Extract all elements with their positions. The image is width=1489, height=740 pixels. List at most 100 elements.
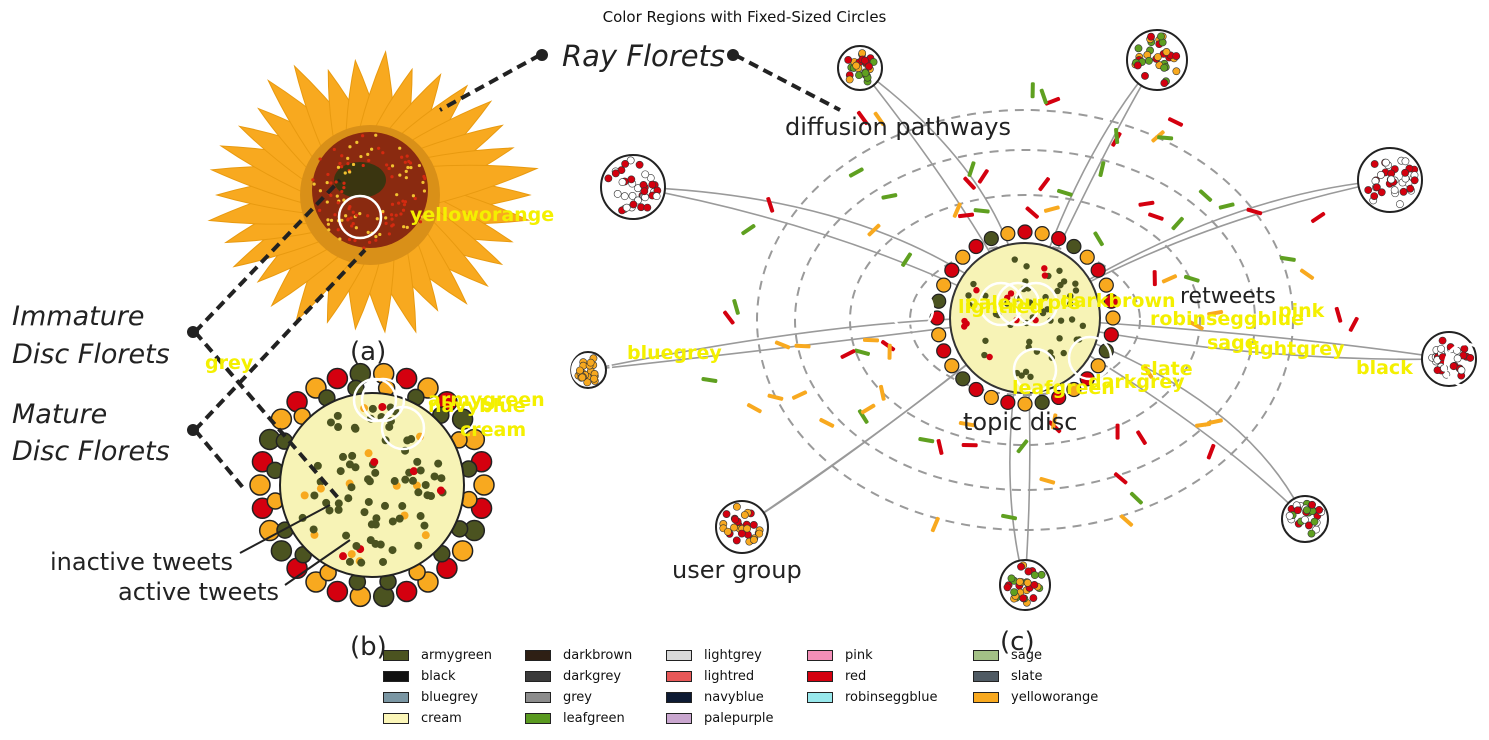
tweet-dash — [791, 390, 808, 400]
legend-label: palepurple — [704, 711, 774, 726]
legend-swatch — [383, 650, 409, 661]
disc-speckle — [367, 158, 371, 163]
tweet-dash — [887, 343, 892, 360]
dashed-arrows — [193, 53, 841, 502]
topic-ring-floret — [1017, 224, 1033, 240]
legend-label: leafgreen — [563, 711, 625, 726]
user-group-cell — [1172, 52, 1181, 60]
user-group-cell — [618, 178, 627, 187]
disc-speckle — [387, 166, 391, 171]
tweet-dash — [1218, 202, 1235, 210]
disc-speckle — [381, 209, 385, 214]
overlay-label-lightgrey: lightgrey — [1247, 338, 1345, 360]
legend-swatch — [666, 713, 692, 724]
topic-inner-floret — [1066, 300, 1074, 308]
user-group-cell — [1307, 529, 1316, 538]
disc-speckle — [325, 180, 329, 185]
inner-floret — [336, 467, 345, 476]
user-group-cell — [731, 515, 740, 524]
inner-floret — [313, 461, 322, 470]
tweet-dash — [961, 443, 978, 448]
legend-swatch — [973, 671, 999, 682]
topic-inner-floret — [1011, 256, 1018, 263]
user-group-cell — [1305, 521, 1313, 530]
legend-swatch — [525, 671, 551, 682]
inner-floret — [348, 451, 357, 460]
inner-floret — [371, 468, 380, 477]
arrow-immature-1 — [193, 178, 342, 334]
disc-speckle — [347, 237, 352, 242]
user-group-cell — [1370, 160, 1379, 168]
user-group-cell — [621, 160, 630, 168]
legend-swatch — [973, 650, 999, 661]
user-group-cell — [1399, 187, 1408, 196]
overlay-label-cream: cream — [460, 419, 527, 441]
topic-inner-floret — [1003, 300, 1011, 307]
disc-speckle — [405, 154, 409, 158]
legend-swatch — [383, 692, 409, 703]
inner-floret — [300, 491, 309, 500]
disc-speckle — [346, 217, 350, 221]
tweet-dash — [1279, 255, 1296, 262]
tweet-dash — [1001, 513, 1018, 521]
disc-speckle — [358, 212, 362, 216]
disc-speckle — [417, 163, 421, 168]
tweet-dash — [1136, 430, 1147, 445]
disc-speckle — [401, 199, 405, 203]
tweet-dash — [1161, 274, 1178, 284]
tweet-dash — [1043, 205, 1060, 213]
tweet-dash — [1171, 216, 1184, 231]
tweet-dash — [794, 343, 811, 349]
inner-floret — [333, 411, 342, 420]
user-group-cell — [1372, 183, 1381, 192]
disc-speckle — [332, 147, 336, 152]
arrow-immature-2 — [193, 330, 342, 502]
inner-floret — [401, 475, 410, 484]
tweet-dash — [1188, 320, 1204, 331]
inner-floret — [413, 457, 422, 466]
overlay-label-darkbrown: darkbrown — [1060, 290, 1176, 312]
user-group-cell — [583, 378, 592, 387]
disc-speckle — [344, 214, 348, 218]
legend-swatch — [807, 692, 833, 703]
topic-disc-text: topic disc — [963, 408, 1077, 436]
user-group-cell — [861, 69, 870, 77]
tweet-dash — [1038, 177, 1050, 192]
inner-floret — [427, 492, 436, 501]
disc-speckle — [326, 222, 331, 226]
user-group-cell — [1157, 32, 1165, 41]
topic-ring-floret — [1051, 389, 1067, 406]
inner-floret — [409, 467, 418, 476]
tweet-dash — [936, 439, 944, 455]
legend-label: navyblue — [704, 690, 764, 705]
legend-swatch — [383, 713, 409, 724]
legend-label: darkbrown — [563, 648, 633, 663]
inner-floret — [334, 499, 343, 508]
disc-speckle — [413, 196, 417, 201]
tweet-dash — [1148, 212, 1164, 221]
inner-floret — [371, 520, 380, 529]
user-group-cell — [1449, 362, 1458, 371]
topic-ring-floret — [1066, 381, 1082, 398]
tweet-dash — [848, 167, 864, 178]
inner-floret — [339, 552, 348, 561]
tweet-dash — [1113, 472, 1128, 485]
tweet-dash — [1114, 127, 1120, 144]
user-group-cell — [844, 56, 853, 64]
tweet-dash — [901, 252, 913, 267]
user-group-cell — [1387, 175, 1396, 184]
disc-speckle — [343, 171, 347, 175]
disc-speckle — [362, 246, 366, 250]
user-group-cell — [845, 75, 854, 84]
disc-speckle — [408, 161, 413, 165]
inner-floret — [416, 466, 425, 475]
disc-speckle — [326, 172, 330, 177]
ring-floret — [270, 408, 293, 430]
user-group-cell — [578, 373, 587, 382]
arrow-mature-2 — [193, 428, 247, 492]
user-group-cell — [1015, 577, 1024, 586]
tweet-dash — [1207, 309, 1224, 317]
legend-item: grey — [525, 687, 675, 708]
tweet-dash — [766, 197, 775, 213]
user-group-cell — [861, 56, 869, 65]
